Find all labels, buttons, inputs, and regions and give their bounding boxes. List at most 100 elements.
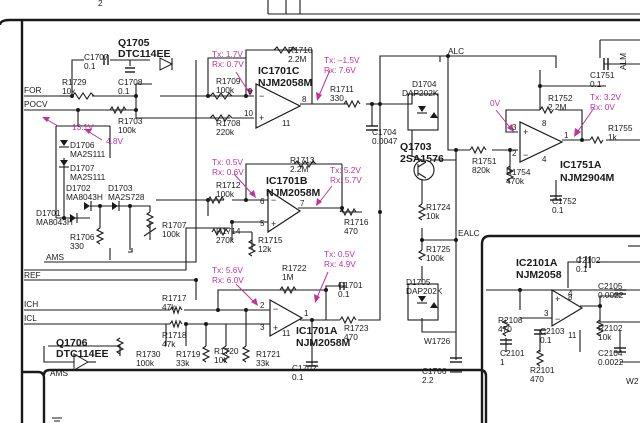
r1713-value: 2.2M — [290, 164, 309, 174]
pin-c-10: 10 — [244, 109, 253, 118]
r2102-label: R2102 — [598, 323, 623, 333]
signal-pocv: POCV — [24, 99, 48, 109]
c2104-label: C2104 — [598, 348, 623, 358]
r1730-label: R1730 — [136, 349, 161, 359]
q1703-type: 2SA1576 — [400, 153, 444, 165]
signal-ams-2: AMS — [50, 368, 68, 378]
r1755-label: R1755 — [608, 123, 633, 133]
c1708-value: 0.1 — [118, 86, 130, 96]
ic1701b-type: NJM2058M — [266, 187, 321, 199]
voltage-c-tx: Tx: 1.7V — [212, 49, 243, 59]
voltage-a-out-rx: Rx: 4.9V — [324, 259, 356, 269]
r1721-label: R1721 — [256, 349, 281, 359]
voltage-ic1751-in: 0V — [490, 98, 501, 108]
opamp-minus-c: − — [259, 91, 264, 101]
r1752-value: 2.2M — [548, 102, 567, 112]
c2103-value: 0.1 — [540, 335, 552, 345]
ic1751a-type: NJM2904M — [560, 172, 615, 184]
pin-b-7: 7 — [300, 199, 305, 208]
junction-dots — [62, 54, 602, 326]
pin-b-5: 5 — [260, 219, 265, 228]
pin-a-11: 11 — [282, 329, 291, 338]
r1729-label: R1729 — [62, 77, 87, 87]
ic1701c-type: NJM2058M — [258, 77, 313, 89]
c1702-label: C1702 — [292, 363, 317, 373]
c2101-label: C2101 — [500, 348, 525, 358]
r1718-value: 47k — [162, 339, 176, 349]
c1702-value: 0.1 — [292, 372, 304, 382]
c1701-value: 0.1 — [338, 289, 350, 299]
r1716-value: 470 — [344, 226, 358, 236]
bottom-block-boundary — [42, 368, 488, 423]
r2102-value: 10k — [598, 332, 612, 342]
r1709-value: 100k — [216, 85, 235, 95]
ic2101-block-boundary — [480, 234, 640, 423]
pin-a-3: 3 — [260, 323, 265, 332]
voltage-a-rx: Rx: 6.0V — [212, 275, 244, 285]
pin-v-8: 8 — [568, 293, 573, 302]
r1719-value: 33k — [176, 358, 190, 368]
pin-v-4: 4 — [568, 289, 573, 298]
c1751-label: C1751 — [590, 70, 615, 80]
c2105-value: 0.0022 — [598, 290, 624, 300]
d1701-type: MA8043H — [36, 217, 73, 227]
voltage-b-out-rx: Rx: 5.7V — [330, 175, 362, 185]
c1708-label: C1708 — [118, 77, 143, 87]
r1751-value: 820k — [472, 165, 491, 175]
r1713-label: R1713 — [290, 155, 315, 165]
lower-boundary — [22, 370, 46, 423]
voltage-b-rx: Rx: 0.6V — [212, 167, 244, 177]
main-boundary — [0, 18, 640, 26]
ic2101a-type: NJM2058 — [516, 269, 562, 281]
c1706-value: 2.2 — [422, 375, 434, 385]
r2101-label: R2101 — [530, 365, 555, 375]
ic1701c-opamp — [255, 83, 302, 129]
voltage-b-tx: Tx: 0.5V — [212, 157, 243, 167]
c1752-label: C1752 — [552, 196, 577, 206]
r1710-value: 2.2M — [288, 54, 307, 64]
r1720-value: 10k — [214, 355, 228, 365]
opamp-plus-2101: + — [555, 294, 560, 304]
voltage-c-rx: Rx: 0.7V — [212, 59, 244, 69]
voltage-a-tx: Tx: 5.6V — [212, 265, 243, 275]
c2104-value: 0.0022 — [598, 357, 624, 367]
ic2101a-opamp — [551, 288, 584, 328]
top-mark: 2 — [98, 0, 103, 8]
r1709-label: R1709 — [216, 76, 241, 86]
pin-u-1: 1 — [564, 131, 569, 140]
pin-u-4: 4 — [542, 155, 547, 164]
c1707-value: 0.1 — [84, 61, 96, 71]
opamp-plus-b: + — [271, 219, 276, 229]
d1706-type: MA2S111 — [70, 149, 106, 159]
r1712-value: 100k — [216, 189, 235, 199]
r1708-label: R1708 — [216, 118, 241, 128]
d1703-label: D1703 — [108, 183, 133, 193]
r1724-value: 10k — [426, 211, 440, 221]
signal-ealc: EALC — [458, 228, 480, 238]
voltage-arrows — [42, 69, 595, 306]
transistor-symbols — [73, 57, 435, 371]
r2108-value: 470 — [498, 324, 512, 334]
d1702-type: MA8043H — [66, 192, 103, 202]
c1751-value: 0.1 — [590, 79, 602, 89]
d1707-label: D1707 — [70, 163, 95, 173]
signal-for: FOR — [24, 85, 42, 95]
opamp-plus-1751: + — [523, 127, 528, 137]
pin-a-1: 1 — [304, 309, 309, 318]
d1701-label: D1701 — [36, 208, 61, 218]
r1710-label: R1710 — [288, 45, 313, 55]
d1704-type: DAP202K — [402, 88, 439, 98]
c2105-label: C2105 — [598, 281, 623, 291]
r1707-label: R1707 — [162, 220, 187, 230]
pin-u-2: 2 — [512, 149, 517, 158]
voltage-c-out-rx: Rx: 7.6V — [324, 65, 356, 75]
voltage-pocv-4v: 4.8V — [106, 136, 124, 146]
opamp-plus-a: + — [273, 323, 278, 333]
r1717-value: 47k — [162, 302, 176, 312]
c1704-value: 0.0047 — [372, 136, 398, 146]
signal-alm: ALM — [618, 53, 628, 70]
pin-b-6: 6 — [260, 197, 265, 206]
r1718-label: R1718 — [162, 330, 187, 340]
